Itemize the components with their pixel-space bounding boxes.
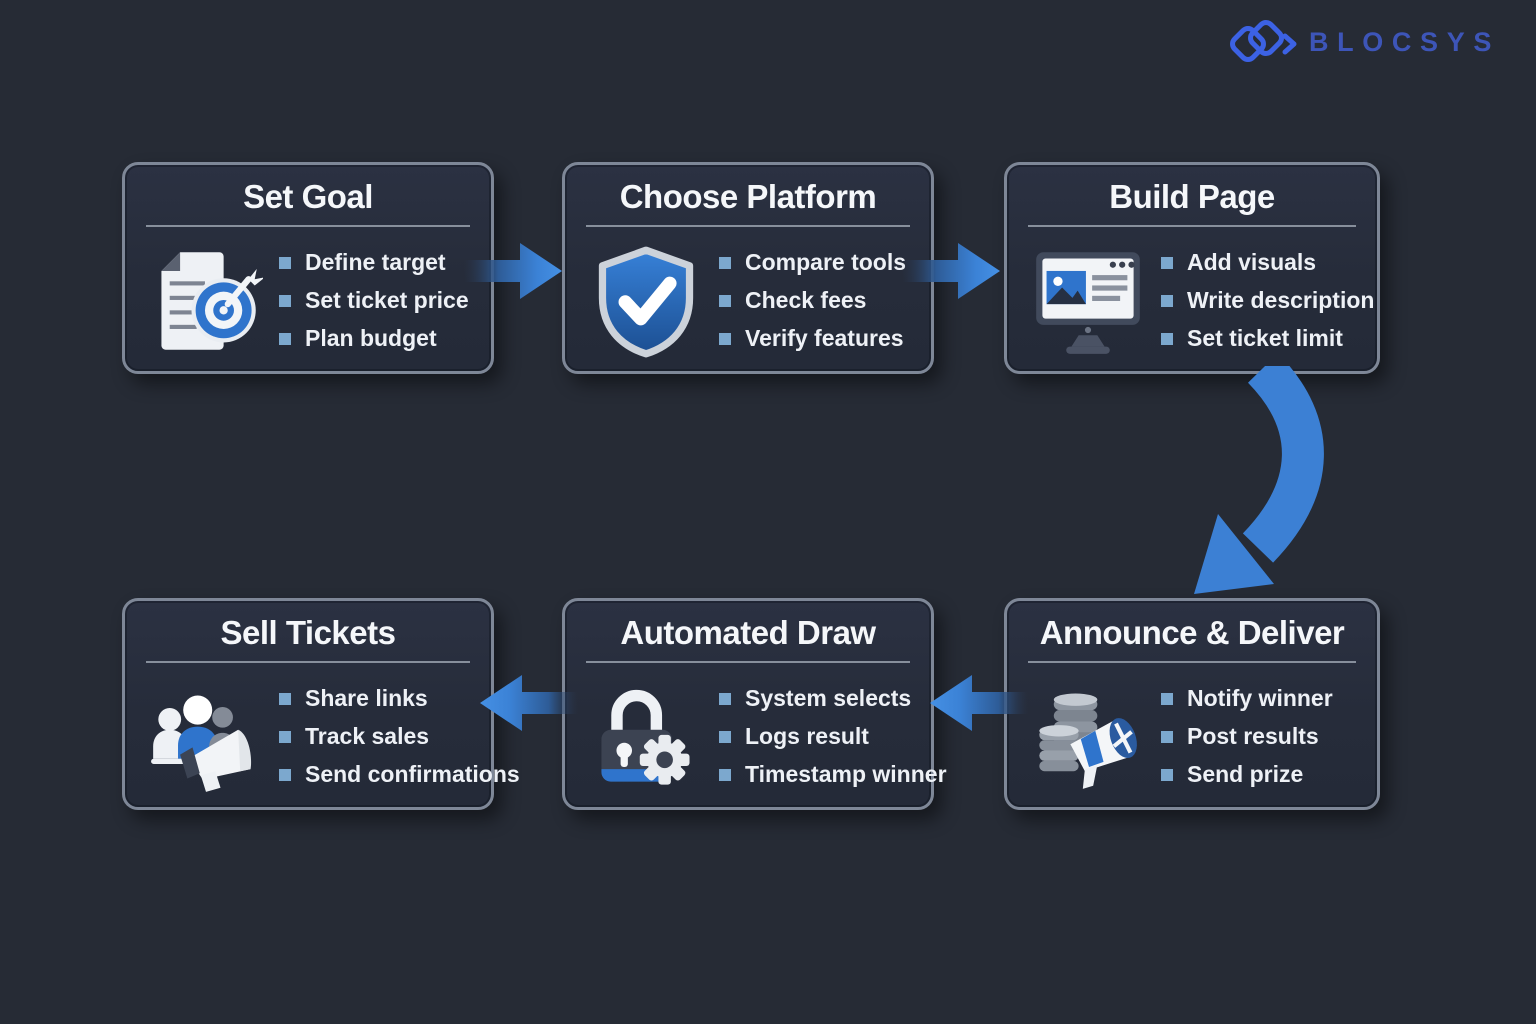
bullet-square-icon [279,294,291,307]
step-title: Announce & Deliver [1039,614,1345,651]
step-item: System selects [719,680,947,718]
step-item-label: Send confirmations [305,761,520,787]
step-item: Plan budget [279,320,483,358]
step-item-label: Post results [1187,723,1319,749]
bullet-square-icon [279,692,291,705]
title-divider [586,225,910,227]
step-item: Set ticket price [279,282,483,320]
title-divider [146,225,470,227]
arrow-build-page-to-announce-deliver [1194,366,1324,594]
step-card-build-page: Build Page [1004,162,1380,374]
monitor-page-icon [1031,244,1145,358]
step-item: Timestamp winner [719,756,947,794]
step-item-label: System selects [745,685,912,711]
title-divider [146,661,470,663]
step-card-automated-draw: Automated Draw [562,598,947,810]
step-item: Notify winner [1161,680,1369,718]
step-item: Compare tools [719,244,923,282]
title-divider [586,661,910,663]
bullet-square-icon [1161,768,1173,781]
step-item-label: Share links [305,685,428,711]
step-item-list: Define target Set ticket price Plan budg… [279,244,483,358]
step-item: Write description [1161,282,1374,320]
gear [639,734,690,785]
lock-gear-icon [589,680,703,794]
coins-megaphone-icon [1031,680,1145,794]
step-item-list: Share links Track sales Send confirmatio… [279,680,520,794]
step-title: Automated Draw [620,614,876,651]
step-item-list: Compare tools Check fees Verify features [719,244,923,358]
step-item: Define target [279,244,483,282]
step-item-list: System selects Logs result Timestamp win… [719,680,947,794]
step-item-label: Notify winner [1187,685,1333,711]
title-divider [1028,661,1356,663]
bullet-square-icon [719,692,731,705]
shield-check-icon [589,244,703,358]
step-item-label: Set ticket limit [1187,325,1343,351]
step-title: Choose Platform [619,178,877,215]
step-item-label: Send prize [1187,761,1304,787]
step-card-choose-platform: Choose Platform Compare tools Check fees… [562,162,934,374]
overlapping-diamonds-chevron-icon [1230,20,1297,62]
step-item-label: Check fees [745,287,867,313]
step-item: Verify features [719,320,923,358]
bullet-square-icon [719,256,731,269]
document-target-icon [149,244,266,358]
step-item-label: Write description [1187,287,1375,313]
step-title: Build Page [1109,178,1275,215]
bullet-square-icon [1161,256,1173,269]
bullet-square-icon [1161,294,1173,307]
step-title: Sell Tickets [220,614,396,651]
step-item: Share links [279,680,520,718]
step-item-label: Verify features [745,325,904,351]
brand-name: BLOCSYS [1309,26,1500,57]
bullet-square-icon [279,332,291,345]
step-item-label: Track sales [305,723,430,749]
title-divider [1028,225,1356,227]
step-item-list: Add visuals Write description Set ticket… [1161,244,1374,358]
bullet-square-icon [1161,730,1173,743]
coin-stack-front [1039,724,1079,771]
bullet-square-icon [279,730,291,743]
step-card-set-goal: Set Goal [122,162,494,374]
step-item: Set ticket limit [1161,320,1374,358]
step-item-label: Set ticket price [305,287,469,313]
bullet-square-icon [279,768,291,781]
step-card-sell-tickets: Sell Tickets Share lin [122,598,520,810]
people-megaphone-icon [149,680,263,794]
step-item-label: Plan budget [305,325,437,351]
arrow-choose-platform-to-build-page [902,243,1000,299]
step-item: Post results [1161,718,1369,756]
bullet-square-icon [719,768,731,781]
step-title: Set Goal [243,178,373,215]
step-item: Send prize [1161,756,1369,794]
bullet-square-icon [1161,332,1173,345]
step-item-list: Notify winner Post results Send prize [1161,680,1369,794]
bullet-square-icon [279,256,291,269]
arrow-set-goal-to-choose-platform [464,243,562,299]
brand-logo: BLOCSYS [1227,16,1500,68]
arrow-automated-draw-to-sell-tickets [480,675,578,731]
step-item-label: Logs result [745,723,869,749]
arrow-announce-deliver-to-automated-draw [930,675,1028,731]
step-item-label: Define target [305,249,446,275]
step-item: Check fees [719,282,923,320]
step-card-announce-deliver: Announce & Deliver [1004,598,1380,810]
bullet-square-icon [719,332,731,345]
step-item: Send confirmations [279,756,520,794]
megaphone [1070,717,1137,789]
bullet-square-icon [719,294,731,307]
step-item: Track sales [279,718,520,756]
step-item-label: Compare tools [745,249,907,275]
bullet-square-icon [719,730,731,743]
step-item: Add visuals [1161,244,1374,282]
step-item: Logs result [719,718,947,756]
bullet-square-icon [1161,692,1173,705]
step-item-label: Add visuals [1187,249,1317,275]
step-item-label: Timestamp winner [745,761,947,787]
